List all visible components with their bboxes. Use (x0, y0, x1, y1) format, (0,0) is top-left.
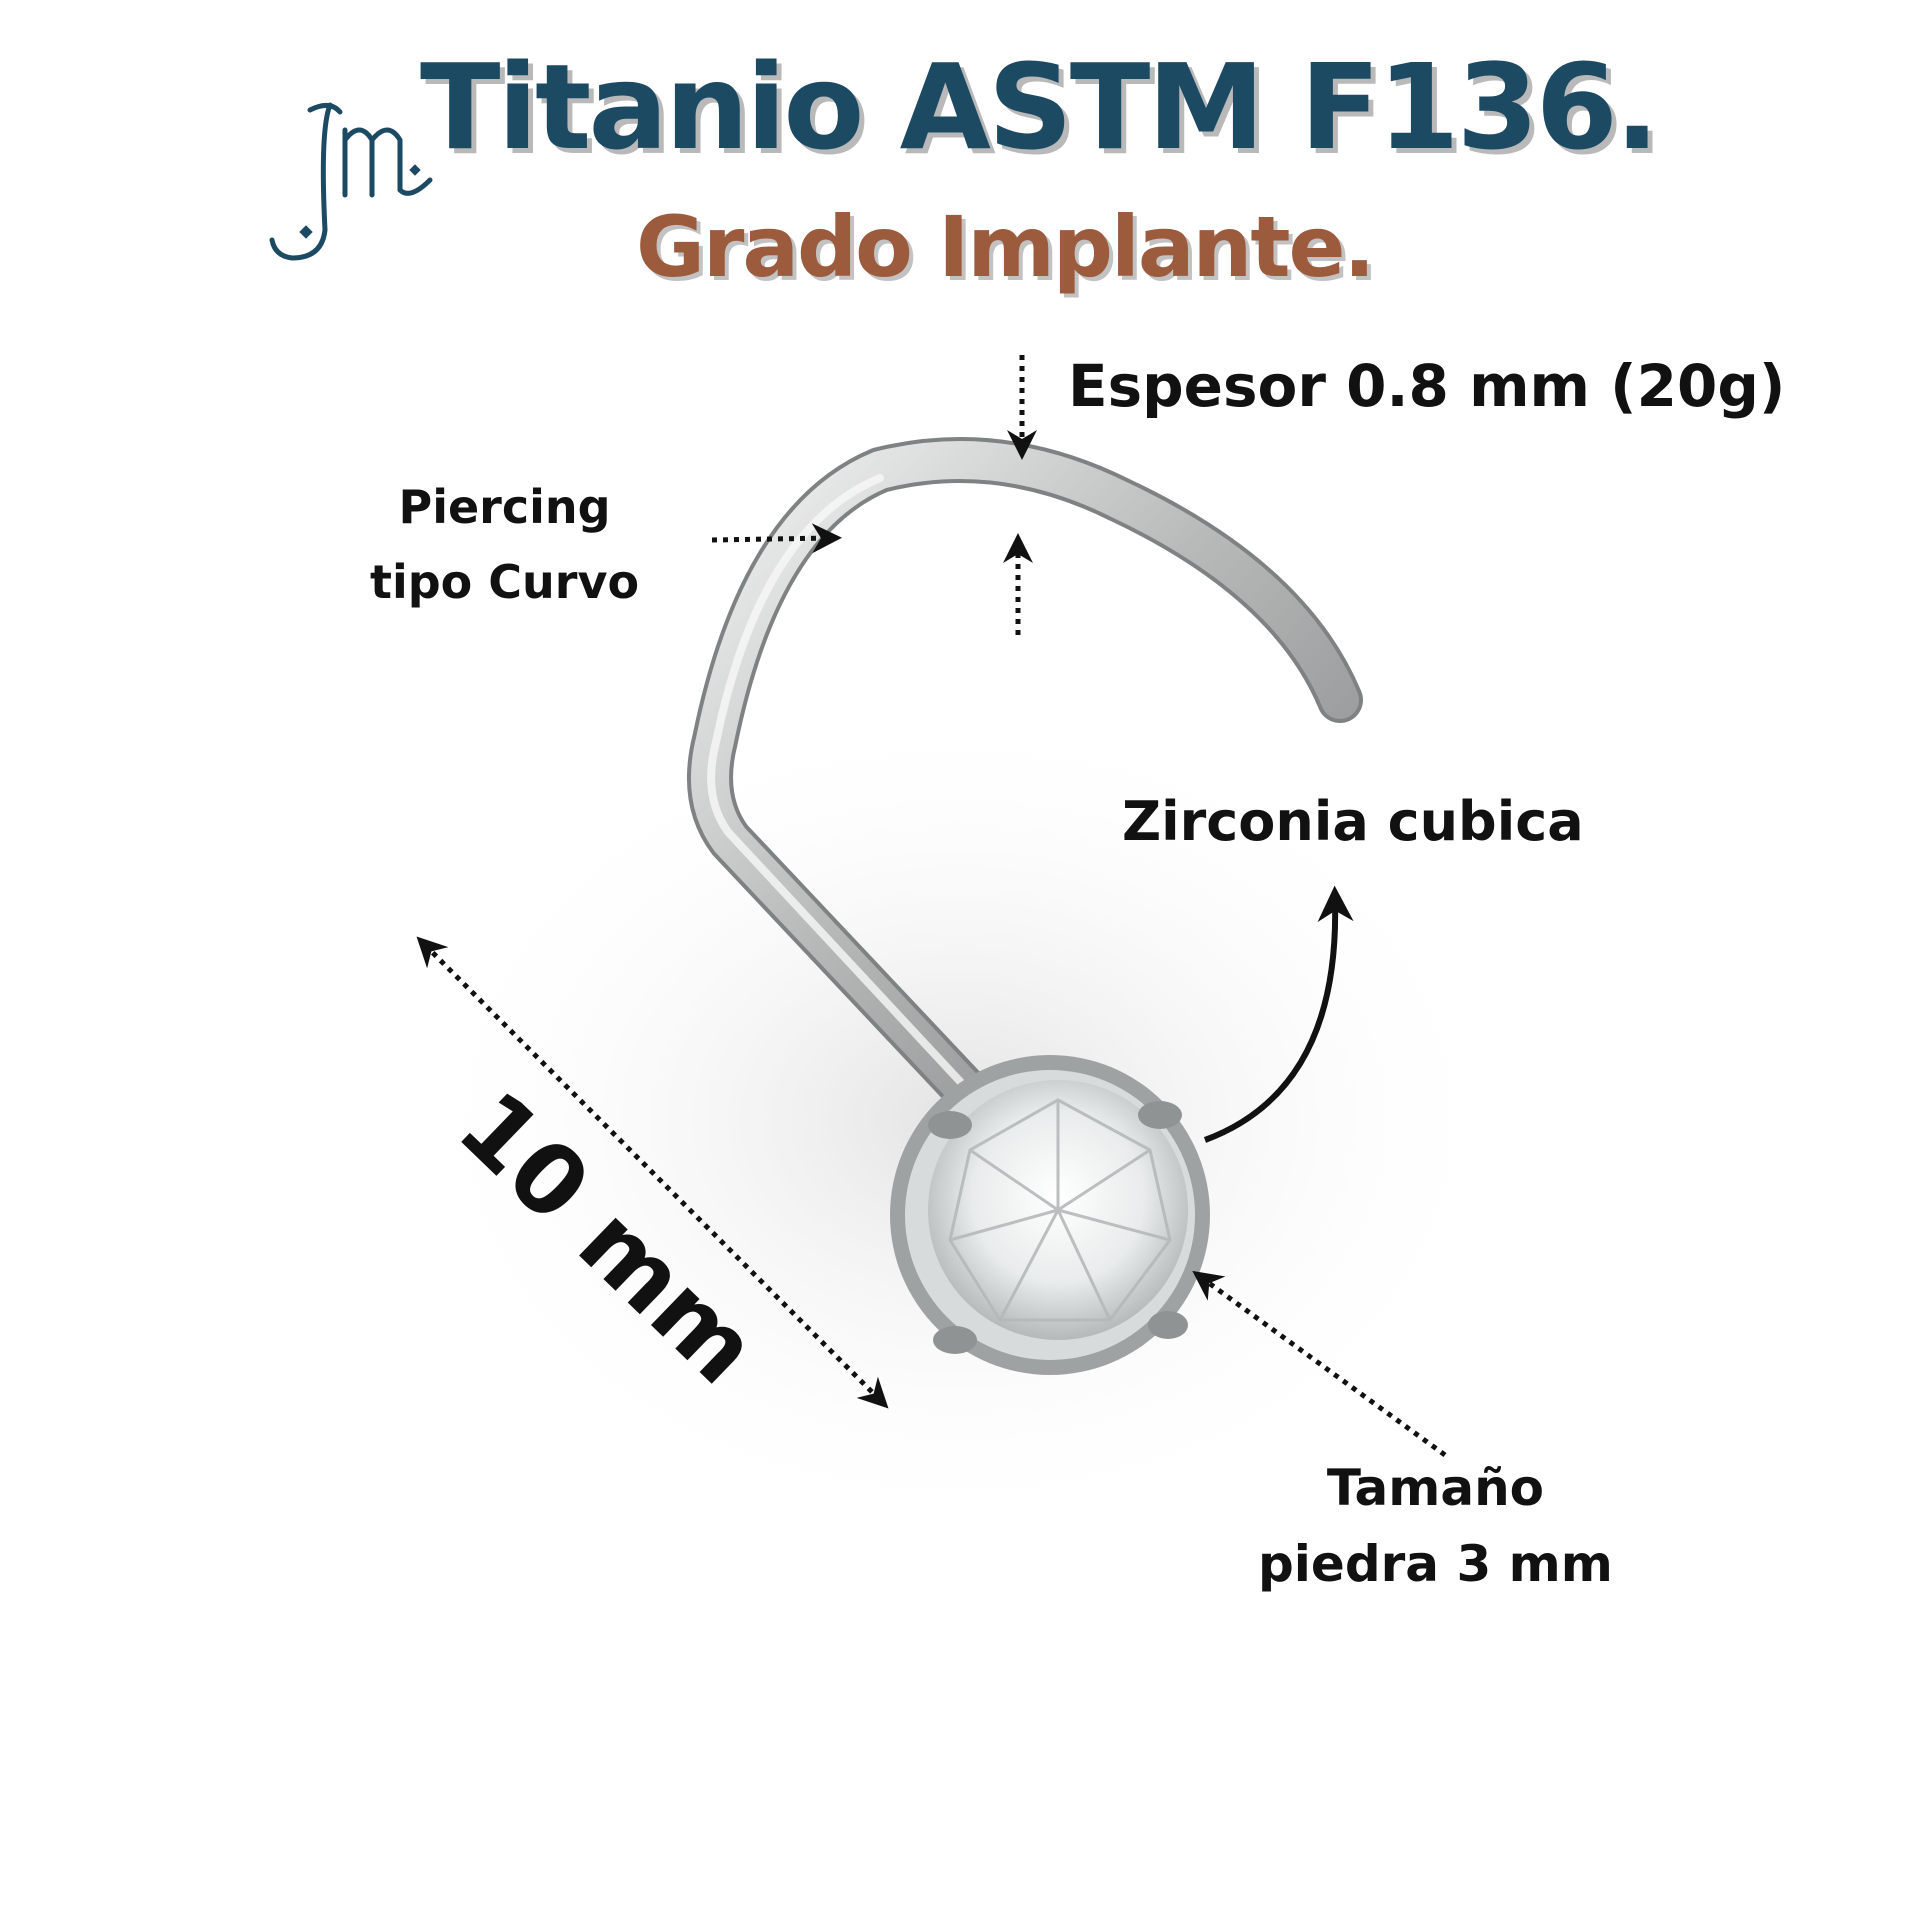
stone-size-line1: Tamaño (1326, 1459, 1545, 1517)
stone-size-label: Tamaño piedra 3 mm (1258, 1450, 1613, 1602)
curve-arrow (711, 523, 842, 554)
length-arrow (416, 936, 889, 1409)
stone-size-line2: piedra 3 mm (1258, 1535, 1613, 1593)
jm-monogram-logo (269, 102, 433, 261)
thickness-label: Espesor 0.8 mm (20g) (1068, 352, 1786, 420)
zirconia-label: Zirconia cubica (1122, 790, 1584, 853)
page-subtitle: Grado Implante. (636, 198, 1375, 296)
piercing-wire (687, 437, 1363, 1123)
annotation-arrows (416, 355, 1447, 1458)
page-title: Titanio ASTM F136. (420, 38, 1660, 176)
gem-setting (890, 1055, 1210, 1375)
zirconia-arrow (1203, 885, 1354, 1143)
curve-label: Piercing tipo Curvo (370, 470, 639, 619)
curve-label-line2: tipo Curvo (370, 554, 640, 609)
curve-label-line1: Piercing (398, 480, 611, 534)
